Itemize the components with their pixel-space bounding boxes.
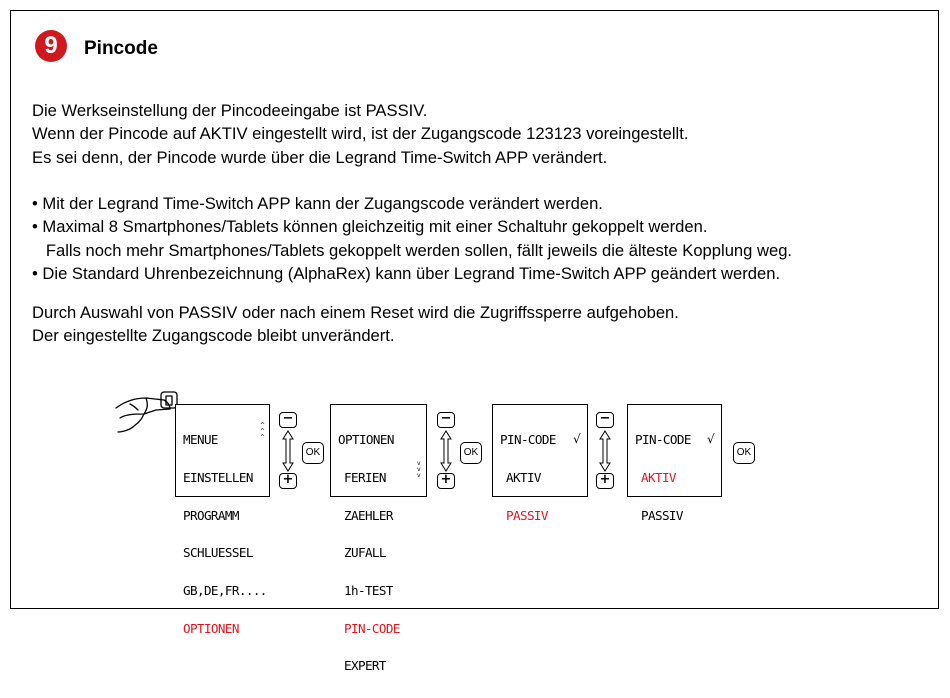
minus-button[interactable]: − [279,412,297,428]
text-line: Der eingestellte Zugangscode bleibt unve… [32,326,395,346]
lcd-line: PIN-CODE [635,432,691,448]
lcd-line-selected: PIN-CODE [344,620,400,636]
paragraph-intro: Die Werkseinstellung der Pincodeeingabe … [32,99,688,169]
lcd-line: EINSTELLEN [183,469,253,485]
lcd-screen-menu: MENUE EINSTELLEN PROGRAMM SCHLUESSEL GB,… [175,404,270,634]
section-title: Pincode [84,38,158,59]
text-line: Durch Auswahl von PASSIV oder nach einem… [32,303,679,322]
paragraph-bullets: • Mit der Legrand Time-Switch APP kann d… [32,192,792,285]
step-number-badge: 9 [35,30,67,62]
lcd-line: PASSIV [641,507,684,523]
lcd-screen-options: OPTIONEN FERIEN ZAEHLER ZUFALL 1h-TEST P… [330,404,427,672]
lcd-line: 1h-TEST [344,582,393,598]
text-line: Es sei denn, der Pincode wurde über die … [32,147,608,167]
bullet-line: • Maximal 8 Smartphones/Tablets können g… [32,217,708,237]
lcd-line: EXPERT [344,658,387,674]
minus-button[interactable]: − [596,412,614,428]
ok-button[interactable]: OK [460,442,482,464]
plus-button[interactable]: + [279,473,297,489]
up-down-arrow-icon [599,430,611,472]
lcd-line: PIN-CODE [500,432,556,448]
check-icon: √ [707,432,715,446]
bullet-line: Falls noch mehr Smartphones/Tablets geko… [32,240,793,260]
lcd-line-selected: AKTIV [641,469,677,485]
ok-button[interactable]: OK [733,442,755,464]
minus-button[interactable]: − [437,412,455,428]
page-frame [10,10,939,609]
plus-button[interactable]: + [596,473,614,489]
bullet-line: • Mit der Legrand Time-Switch APP kann d… [32,194,603,213]
lcd-line-selected: OPTIONEN [183,620,239,636]
lcd-screen-pincode-aktiv: PIN-CODE AKTIV PASSIV √ [627,404,722,521]
bullet-line: • Die Standard Uhrenbezeichnung (AlphaRe… [32,263,781,283]
check-icon: √ [573,432,581,446]
lcd-line: OPTIONEN [338,432,394,448]
lcd-screen-pincode-passiv: PIN-CODE AKTIV PASSIV √ [492,404,588,521]
text-line: Die Werkseinstellung der Pincodeeingabe … [32,101,428,120]
hand-pressing-icon [115,391,178,433]
lcd-line: GB,DE,FR.... [183,582,267,598]
paragraph-outro: Durch Auswahl von PASSIV oder nach einem… [32,301,679,348]
up-down-arrow-icon [282,430,294,472]
ok-button[interactable]: OK [302,442,324,464]
text-line: Wenn der Pincode auf AKTIV eingestellt w… [32,124,689,144]
lcd-line: PROGRAMM [183,507,239,523]
lcd-line: ZUFALL [344,545,387,561]
lcd-line-selected: PASSIV [506,507,549,523]
lcd-line: ZAEHLER [344,507,393,523]
lcd-line: AKTIV [506,469,542,485]
plus-button[interactable]: + [437,473,455,489]
up-down-arrow-icon [440,430,452,472]
lcd-line: SCHLUESSEL [183,545,253,561]
scroll-up-indicator: ^^^ [260,422,266,441]
lcd-line: FERIEN [344,469,387,485]
lcd-line: MENUE [183,432,219,448]
